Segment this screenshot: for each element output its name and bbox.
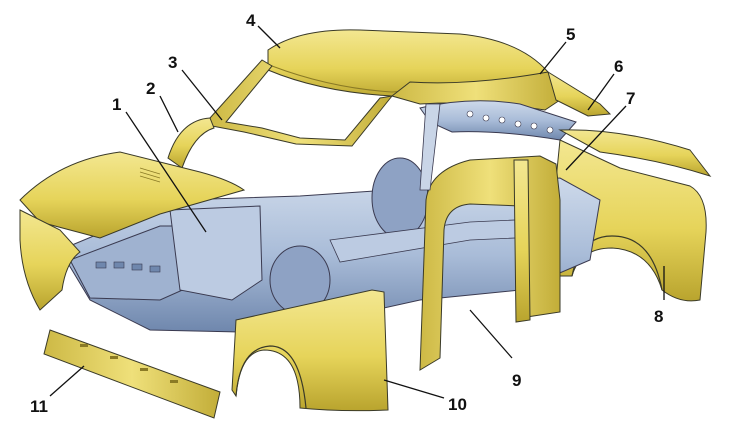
front-lower-apron bbox=[43, 329, 221, 419]
svg-text:1: 1 bbox=[112, 95, 121, 114]
hood bbox=[19, 151, 246, 239]
rear-window-header bbox=[547, 70, 612, 117]
svg-text:10: 10 bbox=[448, 395, 467, 414]
callout-4: 4 bbox=[246, 11, 281, 49]
callout-11: 11 bbox=[30, 365, 85, 416]
svg-text:9: 9 bbox=[512, 371, 521, 390]
front-pillar-left bbox=[167, 117, 215, 169]
center-pillar bbox=[513, 159, 531, 323]
callout-5: 5 bbox=[539, 25, 575, 75]
svg-text:6: 6 bbox=[614, 57, 623, 76]
firewall-panel bbox=[169, 205, 263, 301]
callout-7: 7 bbox=[565, 89, 635, 171]
roof-side-rail-inner bbox=[419, 103, 441, 191]
front-wheel-arch-right bbox=[235, 345, 307, 409]
svg-text:11: 11 bbox=[30, 397, 48, 416]
svg-text:4: 4 bbox=[246, 11, 256, 30]
callout-6: 6 bbox=[587, 57, 623, 111]
callout-2: 2 bbox=[146, 79, 179, 133]
windshield-frame bbox=[209, 59, 394, 147]
callout-10: 10 bbox=[383, 379, 467, 414]
callout-9: 9 bbox=[469, 309, 521, 390]
front-fender-left bbox=[19, 209, 81, 311]
callout-1: 1 bbox=[112, 95, 207, 233]
rear-wheel-well bbox=[371, 157, 429, 239]
svg-text:5: 5 bbox=[566, 25, 575, 44]
svg-text:2: 2 bbox=[146, 79, 155, 98]
callout-3: 3 bbox=[168, 53, 223, 121]
svg-text:7: 7 bbox=[626, 89, 635, 108]
svg-text:3: 3 bbox=[168, 53, 177, 72]
trunk-lid bbox=[558, 129, 712, 177]
svg-text:8: 8 bbox=[654, 307, 663, 326]
rear-parcel-shelf bbox=[419, 100, 577, 141]
callout-8: 8 bbox=[654, 266, 665, 326]
